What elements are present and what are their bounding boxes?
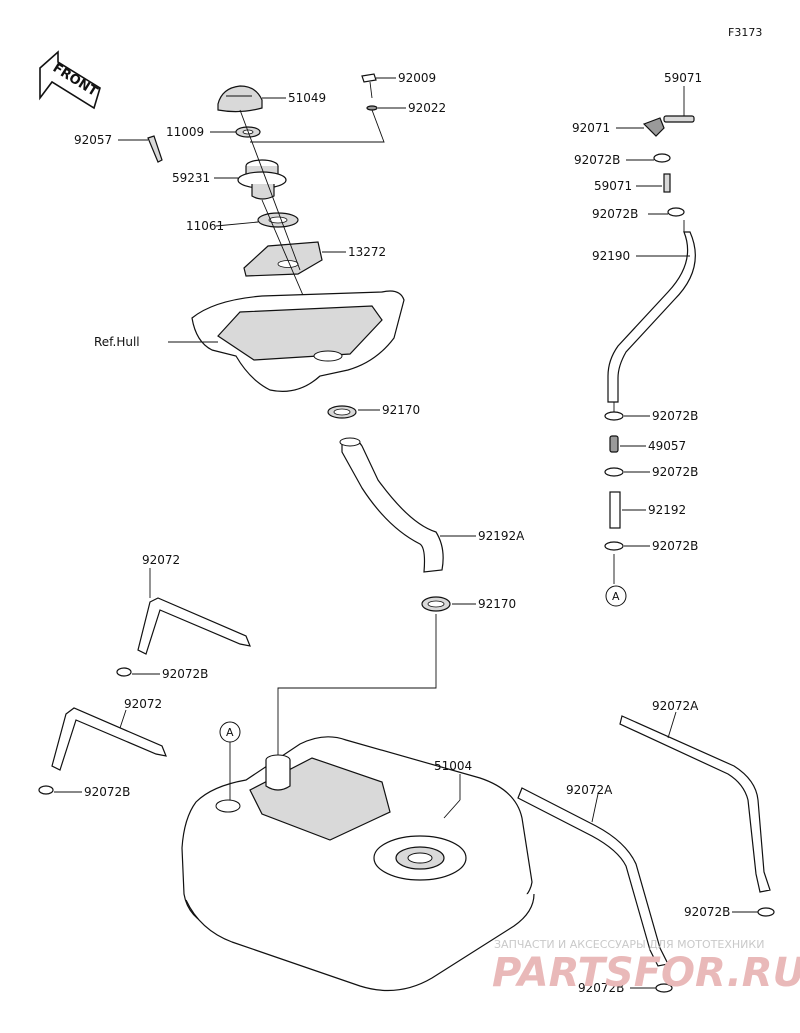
part-92072A-strap-mid <box>517 787 669 967</box>
part-92170-clamp-bottom <box>421 596 476 612</box>
part-92072A-strap-right <box>619 711 771 893</box>
part-51049-cap <box>217 85 286 113</box>
part-92192A-hose <box>339 437 476 573</box>
label-92071: 92071 <box>572 121 610 135</box>
label-49057: 49057 <box>648 439 686 453</box>
part-59231-filler-neck <box>214 159 287 200</box>
label-92072B-bottom: 92072B <box>578 981 624 995</box>
part-92072B-clip-bottom <box>630 983 673 993</box>
svg-text:A: A <box>226 726 234 739</box>
figure-code: F3173 <box>728 26 762 39</box>
part-92072B-clip-right <box>732 907 775 917</box>
part-92072B-clip-left-lower <box>38 785 82 795</box>
label-92072B-4: 92072B <box>652 465 698 479</box>
part-92022-washer <box>250 105 406 143</box>
label-59231: 59231 <box>172 171 210 185</box>
label-92072B-right: 92072B <box>684 905 730 919</box>
ref-point-a-right: A <box>605 585 627 607</box>
watermark-tagline: ЗАПЧАСТИ И АКСЕССУАРЫ ДЛЯ МОТОТЕХНИКИ <box>494 938 764 951</box>
label-59071-top: 59071 <box>664 71 702 85</box>
label-92072A-right: 92072A <box>652 699 699 713</box>
label-13272: 13272 <box>348 245 386 259</box>
part-92072B-clip-4 <box>604 467 650 477</box>
label-11009: 11009 <box>166 125 204 139</box>
part-92170-clamp-top <box>327 405 380 419</box>
part-92192-tube <box>609 491 646 529</box>
part-49057-valve <box>609 435 646 453</box>
svg-text:A: A <box>612 590 620 603</box>
part-92072B-clip-1 <box>626 153 671 163</box>
label-11061: 11061 <box>186 219 224 233</box>
label-92022: 92022 <box>408 101 446 115</box>
ref-point-a-tank: A <box>219 721 241 800</box>
label-92072B-1: 92072B <box>574 153 620 167</box>
part-51004-fuel-tank <box>181 736 535 992</box>
watermark-brand: PARTSFOR.RU <box>492 950 800 996</box>
label-92192: 92192 <box>648 503 686 517</box>
label-51004: 51004 <box>434 759 472 773</box>
part-92057-clip <box>118 135 163 163</box>
label-92190: 92190 <box>592 249 630 263</box>
part-92072B-clip-left-upper <box>116 667 160 677</box>
label-92072B-5: 92072B <box>652 539 698 553</box>
label-92009: 92009 <box>398 71 436 85</box>
part-92071-connector <box>616 117 665 137</box>
label-92072-lower: 92072 <box>124 697 162 711</box>
label-51049: 51049 <box>288 91 326 105</box>
part-92072-strap-upper <box>137 568 251 655</box>
front-arrow-icon: FRONT <box>39 50 101 110</box>
part-92009-screw <box>361 73 396 99</box>
label-92072B-left-upper: 92072B <box>162 667 208 681</box>
label-92192A: 92192A <box>478 529 525 543</box>
label-92072B-3: 92072B <box>652 409 698 423</box>
part-92190-tube <box>607 231 696 403</box>
label-92170-bottom: 92170 <box>478 597 516 611</box>
label-ref-hull: Ref.Hull <box>94 335 140 349</box>
label-92170-top: 92170 <box>382 403 420 417</box>
label-59071-mid: 59071 <box>594 179 632 193</box>
part-59071-fitting-mid <box>636 173 671 193</box>
part-92072B-clip-5 <box>604 541 650 551</box>
part-92072B-clip-2 <box>648 207 685 217</box>
part-11061-gasket <box>215 212 299 228</box>
part-59071-fitting-top <box>663 86 695 123</box>
label-92072B-left-lower: 92072B <box>84 785 130 799</box>
label-92057: 92057 <box>74 133 112 147</box>
part-11009-gasket <box>210 126 261 138</box>
part-92072B-clip-3 <box>604 411 650 421</box>
label-92072-upper: 92072 <box>142 553 180 567</box>
hull-reference <box>168 290 405 392</box>
part-92072-strap-lower <box>51 707 167 771</box>
part-13272-plate <box>243 241 346 277</box>
label-92072A-mid: 92072A <box>566 783 613 797</box>
label-92072B-2: 92072B <box>592 207 638 221</box>
